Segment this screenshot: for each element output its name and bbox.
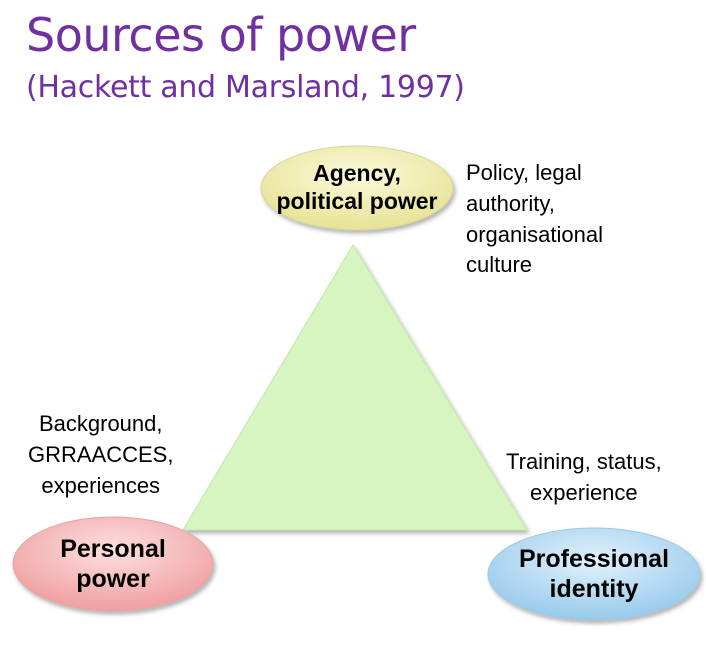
- node-professional-line1: Professional: [518, 545, 670, 573]
- note-line: culture: [466, 252, 533, 278]
- slide-subtitle: (Hackett and Marsland, 1997): [26, 70, 465, 105]
- note-line: Background,: [38, 411, 163, 436]
- note-line: Policy, legal: [466, 160, 582, 185]
- note-line: authority,: [466, 190, 555, 216]
- node-professional: Professional identity: [488, 532, 700, 616]
- node-personal-line1: Personal: [60, 535, 166, 563]
- note-line: GRRAACCES,: [28, 441, 174, 467]
- professional-ellipse: [487, 527, 701, 621]
- note-line: organisational: [466, 221, 603, 247]
- power-triangle: [182, 244, 528, 531]
- note-professional: Training, status, experience: [506, 447, 662, 509]
- note-personal: Background, GRRAACCES, experiences: [28, 409, 173, 501]
- node-personal-line2: power: [76, 565, 150, 593]
- agency-ellipse: [260, 145, 454, 231]
- note-line: Training, status,: [506, 449, 662, 474]
- node-agency-line1: Agency,: [313, 160, 401, 187]
- personal-ellipse: [12, 516, 214, 612]
- note-agency: Policy, legal authority, organisational …: [466, 158, 603, 281]
- node-personal: Personal power: [13, 522, 213, 606]
- node-agency: Agency, political power: [261, 150, 453, 226]
- node-agency-line2: political power: [276, 188, 438, 214]
- note-line: experience: [530, 479, 638, 505]
- slide-title: Sources of power: [26, 8, 416, 62]
- node-professional-line2: identity: [549, 575, 639, 603]
- note-line: experiences: [41, 472, 161, 498]
